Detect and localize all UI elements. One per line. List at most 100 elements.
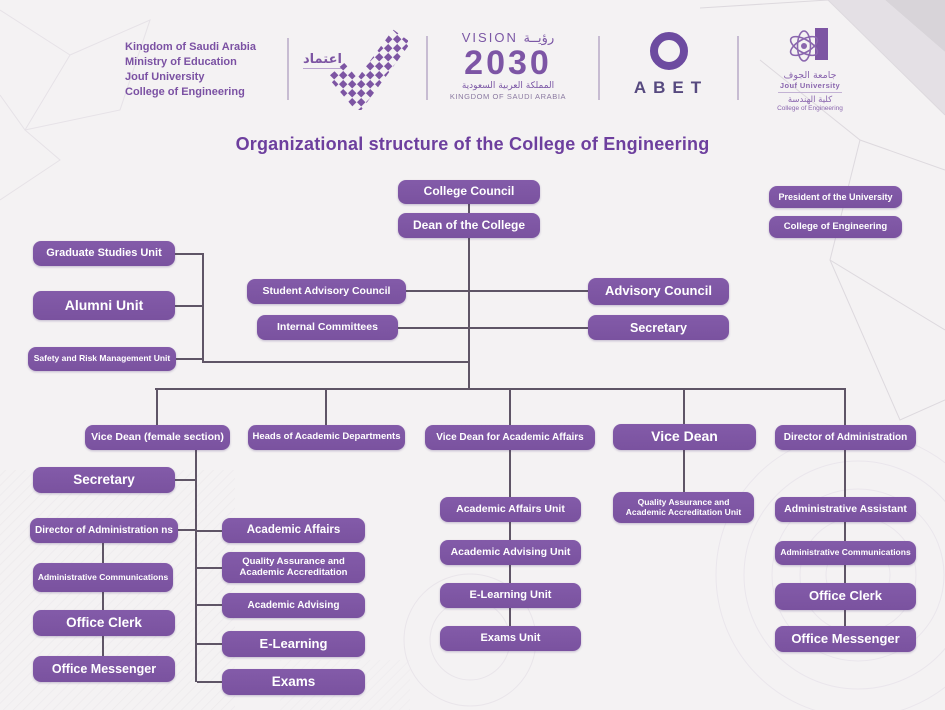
node-dean-of-the-college: Dean of the College [398,213,540,238]
connector [398,327,469,329]
node-e-learning-unit: E-Learning Unit [440,583,581,608]
node-internal-committees: Internal Committees [257,315,398,340]
node-office-messenger-left: Office Messenger [33,656,175,682]
connector [197,681,222,683]
connector [325,389,327,425]
connector [155,388,846,390]
org-address-block: Kingdom of Saudi Arabia Ministry of Educ… [125,40,256,100]
node-office-messenger-right: Office Messenger [775,626,916,652]
connector [844,610,846,626]
connector [175,253,202,255]
connector [844,450,846,497]
connector [197,604,222,606]
jouf-university-logo: جامعة الجوف Jouf University كلية الهندسة… [760,26,860,112]
abet-logo: ABET [622,32,716,98]
node-graduate-studies-unit: Graduate Studies Unit [33,241,175,266]
connector [468,238,470,389]
vision-year: 2030 [464,44,552,82]
abet-label: ABET [633,78,709,97]
node-college-council: College Council [398,180,540,204]
node-exams-unit: Exams Unit [440,626,581,651]
connector [470,290,588,292]
node-e-learning: E-Learning [222,631,365,657]
connector [509,565,511,583]
connector [102,592,104,610]
page-title: Organizational structure of the College … [235,134,710,154]
node-director-of-administration: Director of Administration [775,425,916,450]
connector [470,327,588,329]
node-academic-advising-unit: Academic Advising Unit [440,540,581,565]
jouf-college-ar: كلية الهندسة [787,95,833,105]
connector [195,450,197,682]
node-advisory-council: Advisory Council [588,278,729,305]
jouf-name-en: Jouf University [779,81,841,90]
node-alumni-unit: Alumni Unit [33,291,175,320]
org-line-college: College of Engineering [125,86,245,98]
node-office-clerk-right: Office Clerk [775,583,916,610]
jouf-divider [778,92,842,93]
node-secretary-left: Secretary [33,467,175,493]
org-line-ministry: Ministry of Education [125,56,237,68]
connector [102,543,104,564]
etimad-arabic-label: اعتماد [303,52,342,69]
node-safety-risk-management-unit: Safety and Risk Management Unit [28,347,176,371]
connector [178,529,195,531]
vision-2030-logo: VISION رؤيــة 2030 المملكة العربية السعو… [438,30,578,101]
connector [197,530,222,532]
header-divider [426,36,428,100]
node-administrative-assistant: Administrative Assistant [775,497,916,522]
header-divider [287,38,289,100]
connector [509,389,511,425]
connector [844,389,846,425]
node-vice-dean-academic-affairs: Vice Dean for Academic Affairs [425,425,595,450]
connector [202,361,469,363]
connector [406,290,469,292]
node-administrative-communications-right: Administrative Communications [775,541,916,565]
connector [175,479,195,481]
connector [683,389,685,425]
node-heads-of-academic-departments: Heads of Academic Departments [248,425,405,450]
node-academic-affairs: Academic Affairs [222,518,365,543]
vision-country-ar: المملكة العربية السعودية [461,81,555,91]
connector [175,305,202,307]
abet-circle-icon [650,32,688,70]
connector [509,522,511,540]
jouf-name-ar: جامعة الجوف [783,70,837,81]
connector [202,253,204,363]
header-divider [737,36,739,100]
node-academic-advising: Academic Advising [222,593,365,618]
etimad-accreditation-logo: اعتماد [303,26,408,110]
connector [102,636,104,656]
node-academic-affairs-unit: Academic Affairs Unit [440,497,581,522]
node-exams: Exams [222,669,365,695]
node-secretary-top: Secretary [588,315,729,340]
node-director-of-administration-ns: Director of Administration ns [30,518,178,543]
org-line-university: Jouf University [125,71,205,83]
node-office-clerk-left: Office Clerk [33,610,175,636]
connector [509,450,511,497]
node-vice-dean: Vice Dean [613,424,756,450]
vision-label: VISION رؤيــة [438,30,578,46]
connector [197,567,222,569]
jouf-college-en: College of Engineering [777,105,843,112]
connector [844,565,846,583]
node-vice-dean-female-section: Vice Dean (female section) [85,425,230,450]
connector [197,643,222,645]
vision-ar: رؤيــة [523,31,555,46]
node-student-advisory-council: Student Advisory Council [247,279,406,304]
node-college-of-engineering: College of Engineering [769,216,902,238]
node-quality-assurance-academic-accreditation: Quality Assurance and Academic Accredita… [222,552,365,583]
connector [176,358,202,360]
node-quality-assurance-accreditation-unit: Quality Assurance and Academic Accredita… [613,492,754,523]
node-administrative-communications-left: Administrative Communications [33,563,173,592]
vision-country-en: KINGDOM OF SAUDI ARABIA [449,92,567,101]
etimad-check-icon [330,29,408,110]
vision-en: VISION [461,30,518,45]
header-divider [598,36,600,100]
node-president-of-the-university: President of the University [769,186,902,208]
connector [468,203,470,214]
jouf-emblem-icon [789,28,828,62]
